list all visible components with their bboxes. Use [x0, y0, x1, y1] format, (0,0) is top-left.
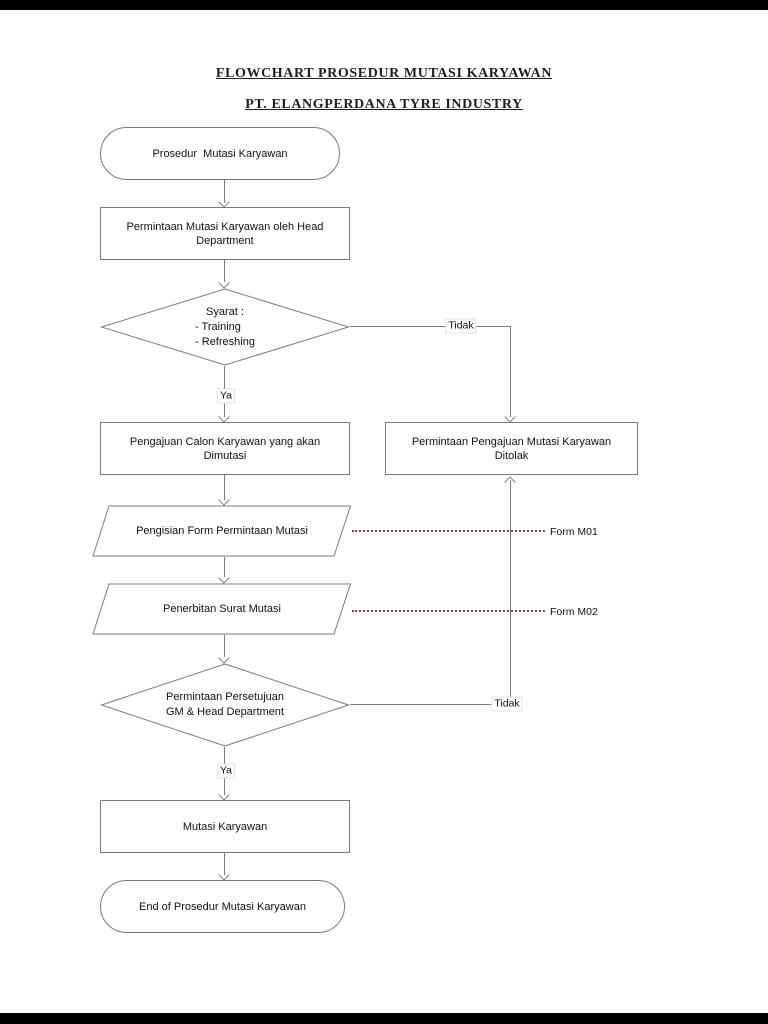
arrowhead-down-icon [218, 277, 230, 289]
arrowhead-down-icon [218, 494, 230, 506]
node-decision-approval: Permintaan Persetujuan GM & Head Departm… [100, 663, 350, 747]
node-issue-letter-label: Penerbitan Surat Mutasi [162, 602, 281, 615]
edge-label-tidak-2: Tidak [491, 696, 523, 712]
decision-syarat-line3: - Refreshing [195, 335, 255, 348]
annotation-dotted-line-1 [352, 530, 545, 532]
parallelogram-shape [92, 505, 352, 557]
node-rejected-process: Permintaan Pengajuan Mutasi Karyawan Dit… [385, 422, 638, 475]
page-title: FLOWCHART PROSEDUR MUTASI KARYAWAN [215, 66, 553, 81]
arrowhead-down-icon [218, 411, 230, 423]
node-mutation-label: Mutasi Karyawan [182, 820, 268, 833]
connector-line [224, 475, 225, 500]
node-decision-approval-text: Permintaan Persetujuan GM & Head Departm… [100, 663, 350, 747]
arrowhead-down-icon [504, 411, 516, 423]
annotation-form-m02: Form M02 [550, 606, 598, 618]
node-start-label: Prosedur Mutasi Karyawan [152, 147, 288, 160]
node-mutation-process: Mutasi Karyawan [100, 800, 350, 853]
node-request-process: Permintaan Mutasi Karyawan oleh Head Dep… [100, 207, 350, 260]
decision-syarat-line2: - Training [195, 320, 241, 333]
connector-line [350, 326, 510, 327]
connector-line [510, 480, 511, 705]
edge-label-ya-2: Ya [216, 763, 236, 779]
annotation-form-m01: Form M01 [550, 526, 598, 538]
bottom-letterbox-bar [0, 1013, 768, 1024]
connector-line [224, 260, 225, 282]
connector-line [224, 557, 225, 577]
top-letterbox-bar [0, 0, 768, 10]
page-subtitle: PT. ELANGPERDANA TYRE INDUSTRY [245, 97, 523, 112]
node-rejected-label: Permintaan Pengajuan Mutasi Karyawan Dit… [411, 435, 615, 462]
node-fill-form-text: Pengisian Form Permintaan Mutasi [92, 505, 352, 557]
edge-label-tidak-1: Tidak [445, 318, 477, 334]
connector-line [224, 180, 225, 203]
connector-line [510, 326, 511, 417]
parallelogram-shape [92, 583, 352, 635]
arrowhead-down-icon [218, 196, 230, 208]
node-propose-process: Pengajuan Calon Karyawan yang akan Dimut… [100, 422, 350, 475]
node-issue-letter-io: Penerbitan Surat Mutasi [92, 583, 352, 635]
diamond-shape [100, 663, 350, 747]
node-issue-letter-text: Penerbitan Surat Mutasi [92, 583, 352, 635]
arrowhead-down-icon [218, 572, 230, 584]
node-decision-syarat-text: Syarat : - Training - Refreshing [100, 288, 350, 366]
node-end-label: End of Prosedur Mutasi Karyawan [139, 900, 306, 913]
diamond-shape [100, 288, 350, 366]
decision-approval-line2: GM & Head Department [165, 706, 284, 718]
decision-approval-line1: Permintaan Persetujuan [165, 691, 284, 703]
decision-syarat-line1: Syarat : [206, 305, 244, 318]
node-request-label: Permintaan Mutasi Karyawan oleh Head Dep… [126, 220, 327, 247]
arrowhead-down-icon [218, 652, 230, 664]
arrowhead-down-icon [218, 869, 230, 881]
arrowhead-down-icon [218, 789, 230, 801]
node-decision-syarat: Syarat : - Training - Refreshing [100, 288, 350, 366]
node-fill-form-io: Pengisian Form Permintaan Mutasi [92, 505, 352, 557]
node-fill-form-label: Pengisian Form Permintaan Mutasi [136, 524, 308, 537]
connector-line [350, 704, 510, 705]
connector-line [224, 635, 225, 657]
node-start-terminator: Prosedur Mutasi Karyawan [100, 127, 340, 180]
edge-label-ya-1: Ya [216, 388, 236, 404]
node-end-terminator: End of Prosedur Mutasi Karyawan [100, 880, 345, 933]
connector-line [224, 853, 225, 875]
arrowhead-up-icon [504, 476, 516, 488]
node-propose-label: Pengajuan Calon Karyawan yang akan Dimut… [129, 435, 324, 462]
annotation-dotted-line-2 [352, 610, 545, 612]
